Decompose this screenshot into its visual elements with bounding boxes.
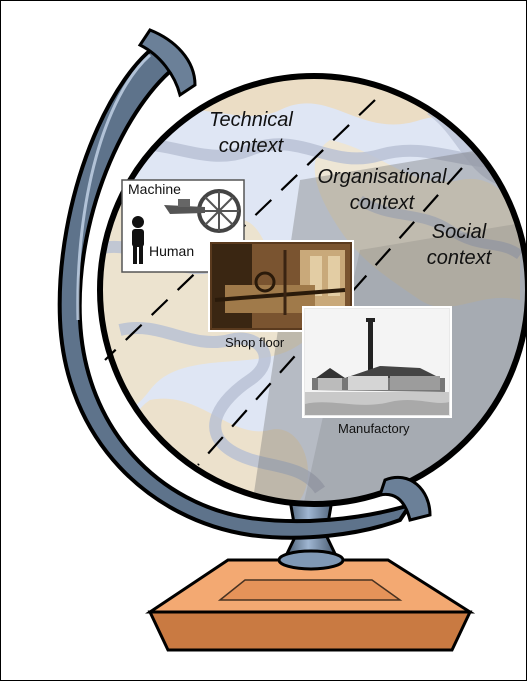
- label-organisational-line1: Organisational: [318, 166, 448, 188]
- label-social-line2: context: [427, 247, 493, 269]
- caption-manufactory: Manufactory: [338, 421, 410, 436]
- inset-label-human: Human: [149, 243, 194, 259]
- label-organisational-line2: context: [350, 192, 416, 214]
- shop-floor-photo: [208, 240, 354, 332]
- globe-base: [145, 558, 476, 652]
- label-technical-line1: Technical: [209, 109, 293, 131]
- context-label-social: Social context: [427, 221, 493, 269]
- meridian-arc: [57, 28, 432, 540]
- human-icon: [132, 216, 144, 264]
- label-social-line1: Social: [432, 221, 487, 243]
- manufactory-photo: [302, 306, 452, 418]
- inset-label-machine: Machine: [128, 181, 181, 197]
- map-land: [314, 140, 520, 308]
- machine-icon: [164, 189, 241, 233]
- context-label-organisational: Organisational context: [318, 166, 448, 214]
- caption-shop-floor: Shop floor: [225, 335, 285, 350]
- label-technical-line2: context: [219, 135, 285, 157]
- context-label-technical: Technical context: [209, 109, 293, 157]
